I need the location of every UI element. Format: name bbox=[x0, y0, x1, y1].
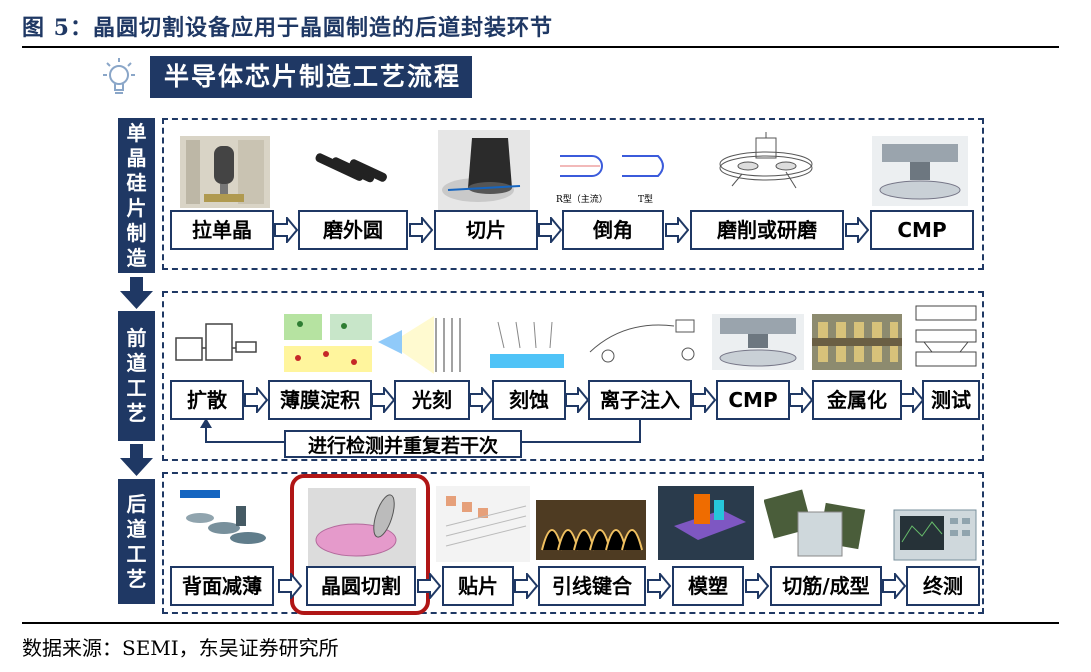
flow-arrow-icon bbox=[900, 387, 924, 413]
flow-arrow-icon bbox=[371, 387, 395, 413]
step-etching: 刻蚀 bbox=[492, 380, 566, 420]
step-chamfering: 倒角 bbox=[562, 210, 664, 250]
die-attach-image bbox=[436, 486, 530, 562]
step-slicing: 切片 bbox=[434, 210, 538, 250]
stage-back-end: 后道工艺 bbox=[118, 479, 155, 604]
chamfer-profiles-image: R型（主流） T型 bbox=[556, 155, 664, 205]
source-note: 数据来源：SEMI，东吴证券研究所 bbox=[22, 636, 339, 660]
svg-text:T型: T型 bbox=[638, 194, 653, 205]
flow-arrow-icon bbox=[244, 387, 268, 413]
step-od-grinding: 磨外圆 bbox=[298, 210, 408, 250]
flow-arrow-icon bbox=[417, 573, 441, 599]
step-wire-bonding: 引线键合 bbox=[538, 566, 646, 606]
row2-container bbox=[162, 291, 984, 461]
diffusion-furnace-image bbox=[175, 323, 257, 361]
flow-arrow-icon bbox=[882, 573, 906, 599]
ion-implant-image bbox=[589, 319, 695, 363]
grinding-diagram-image bbox=[719, 132, 813, 189]
lithography-image bbox=[378, 316, 461, 374]
cmp-machine-image bbox=[872, 136, 968, 206]
row1-container bbox=[162, 118, 984, 270]
step-crystal-pulling: 拉单晶 bbox=[170, 210, 274, 250]
step-ion-implantation: 离子注入 bbox=[588, 380, 692, 420]
cmp-machine-image-2 bbox=[712, 314, 804, 370]
back-grinding-image bbox=[180, 490, 266, 544]
stage-wafer-manufacturing: 单晶硅 片制造 bbox=[118, 118, 155, 273]
thin-film-image bbox=[284, 314, 372, 372]
stage-front-end: 前道工艺 bbox=[118, 311, 155, 441]
dicing-highlight-frame bbox=[290, 474, 430, 615]
figure-title: 图 5：晶圆切割设备应用于晶圆制造的后道封装环节 bbox=[22, 15, 553, 41]
step-grinding-lapping: 磨削或研磨 bbox=[690, 210, 844, 250]
source-rule bbox=[22, 622, 1059, 624]
flow-arrow-icon bbox=[665, 217, 689, 243]
step-lithography: 光刻 bbox=[394, 380, 470, 420]
flow-arrow-icon bbox=[538, 217, 562, 243]
step-back-grinding: 背面减薄 bbox=[170, 566, 274, 606]
flow-arrow-icon bbox=[514, 573, 538, 599]
flow-arrow-icon bbox=[745, 573, 769, 599]
step-testing: 测试 bbox=[922, 380, 980, 420]
step-cmp-wafer: CMP bbox=[870, 210, 974, 250]
stage-down-arrow-icon bbox=[120, 444, 153, 476]
crystal-puller-image bbox=[180, 136, 270, 208]
final-test-instrument-image bbox=[893, 509, 977, 561]
molding-image bbox=[658, 486, 754, 560]
flow-arrow-icon bbox=[409, 217, 433, 243]
trim-form-chips-image bbox=[764, 489, 866, 557]
flow-arrow-icon bbox=[469, 387, 493, 413]
svg-text:R型（主流）: R型（主流） bbox=[556, 193, 608, 205]
wafer-dicing-image bbox=[308, 488, 416, 568]
step-die-attach: 贴片 bbox=[442, 566, 514, 606]
metallization-image bbox=[812, 314, 902, 370]
step-trim-form: 切筋/成型 bbox=[770, 566, 882, 606]
flow-arrow-icon bbox=[845, 217, 869, 243]
etching-image bbox=[490, 321, 564, 368]
flow-arrow-icon bbox=[278, 573, 302, 599]
step-molding: 模塑 bbox=[672, 566, 744, 606]
step-diffusion: 扩散 bbox=[170, 380, 244, 420]
step-metallization: 金属化 bbox=[812, 380, 902, 420]
row3-container bbox=[162, 472, 984, 614]
repeat-loop-label: 进行检测并重复若干次 bbox=[284, 430, 522, 458]
silicon-ingots-image bbox=[315, 153, 387, 183]
step-thin-film-deposition: 薄膜淀积 bbox=[268, 380, 372, 420]
stage-down-arrow-icon bbox=[120, 277, 153, 309]
wire-bonding-image bbox=[536, 500, 646, 560]
flow-arrow-icon bbox=[692, 387, 716, 413]
flow-arrow-icon bbox=[647, 573, 671, 599]
flow-arrow-icon bbox=[274, 217, 298, 243]
step-final-test: 终测 bbox=[906, 566, 980, 606]
testing-diagram-image bbox=[915, 305, 977, 367]
process-banner: 半导体芯片制造工艺流程 bbox=[150, 56, 472, 98]
wafer-slicing-image bbox=[438, 130, 530, 210]
lightbulb-icon bbox=[103, 58, 135, 94]
step-wafer-dicing: 晶圆切割 bbox=[306, 566, 416, 606]
flow-arrow-icon bbox=[565, 387, 589, 413]
title-rule bbox=[22, 46, 1059, 48]
step-cmp-front: CMP bbox=[716, 380, 790, 420]
flow-arrow-icon bbox=[789, 387, 813, 413]
